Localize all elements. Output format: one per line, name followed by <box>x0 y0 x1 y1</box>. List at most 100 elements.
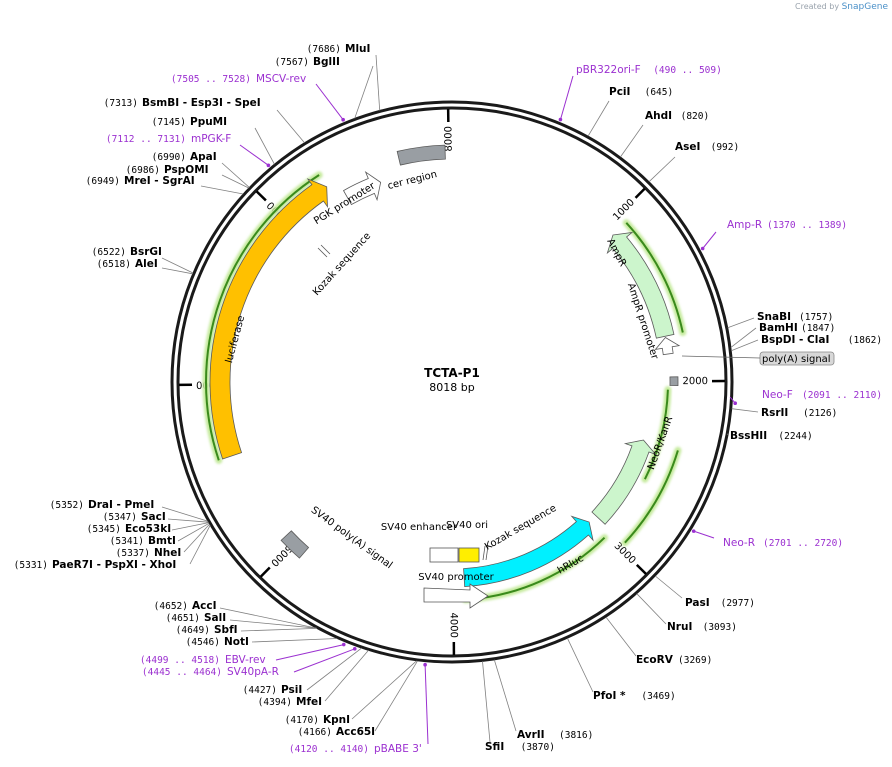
site-label: (4166)Acc65I <box>298 726 375 738</box>
label-leaders <box>161 54 759 743</box>
primer-site-mark <box>341 117 345 122</box>
site-label: PasI (2977) <box>685 597 755 609</box>
site-position: (6522) <box>92 247 126 258</box>
primer-leader-line <box>239 144 269 166</box>
primer-range: (2091 .. 2110) <box>802 390 882 401</box>
primer-site-mark <box>733 401 738 406</box>
primer-leader-line <box>693 530 715 539</box>
site-name: PspOMI <box>164 164 209 176</box>
site-label: (4427)PsiI <box>243 684 303 696</box>
primer-site-mark <box>352 647 357 651</box>
polya-label: poly(A) signal <box>762 354 831 365</box>
site-label: BamHI(1847) <box>759 322 835 334</box>
site-leader-line <box>229 619 317 629</box>
backbone-outer-ring <box>170 100 734 664</box>
site-label: AhdI(820) <box>645 110 709 122</box>
site-leader-line <box>482 661 491 743</box>
site-label: (5331)PaeR7I - PspXI - XhoI <box>14 559 177 571</box>
polya-label-box <box>759 351 835 366</box>
site-position: (1862) <box>848 335 882 346</box>
site-name: RsrII <box>761 407 788 419</box>
primer-label: Neo-F(2091 .. 2110) <box>762 389 882 401</box>
site-position: (645) <box>645 87 674 98</box>
feature-pgk-promoter <box>342 170 382 206</box>
site-leader-line <box>183 523 210 553</box>
primer-labels: (7505 .. 7528)MSCV-rev(7112 .. 7131)mPGK… <box>106 64 882 755</box>
site-leader-line <box>240 628 317 632</box>
site-name: PpuMI <box>190 116 227 128</box>
site-position: (1757) <box>799 312 833 323</box>
site-label: AseI(992) <box>675 141 739 153</box>
site-name: DraI - PmeI <box>88 499 154 511</box>
site-label: (6986)PspOMI <box>126 164 209 176</box>
site-leader-line <box>200 185 244 195</box>
site-position: (1847) <box>801 323 835 334</box>
plasmid-name: TCTA-P1 <box>424 366 480 380</box>
primer-name: SV40pA-R <box>227 666 279 678</box>
site-position: (5331) <box>14 560 48 571</box>
orf-arc <box>625 222 684 333</box>
tick-mark <box>259 566 271 578</box>
site-position: (7567) <box>275 57 309 68</box>
kozak-mark <box>320 244 331 255</box>
primer-label: (4499 .. 4518)EBV-rev <box>140 654 266 666</box>
feature-cer-region <box>396 144 446 166</box>
primer-leader-line <box>275 644 344 661</box>
plasmid-size: 8018 bp <box>429 381 474 394</box>
site-leader-line <box>731 339 759 352</box>
site-position: (2977) <box>721 598 755 609</box>
site-name: MreI - SgrAI <box>124 175 195 187</box>
orf-arc <box>205 174 320 461</box>
site-name: BmtI <box>148 535 176 547</box>
primer-leader-line <box>560 75 574 120</box>
kozak-mark <box>482 545 486 561</box>
site-name: NruI <box>667 621 692 633</box>
site-leader-line <box>254 127 275 165</box>
primer-name: pBR322ori-F <box>576 64 641 76</box>
site-label: (6990)ApaI <box>152 151 217 163</box>
site-position: (4649) <box>176 625 210 636</box>
site-leader-line <box>493 659 517 732</box>
sv40-enhancer-box <box>429 547 459 563</box>
primer-label: (7112 .. 7131)mPGK-F <box>106 133 231 145</box>
site-leader-line <box>221 174 249 189</box>
primer-label: (4445 .. 4464)SV40pA-R <box>142 666 279 678</box>
site-leader-line <box>177 522 210 542</box>
primer-range: (7505 .. 7528) <box>171 74 251 85</box>
site-position: (4651) <box>166 613 200 624</box>
site-name: BglII <box>313 56 340 68</box>
site-position: (7145) <box>152 117 186 128</box>
primer-site-mark <box>341 642 346 647</box>
site-name: PasI <box>685 597 710 609</box>
site-leader-line <box>189 525 211 565</box>
site-name: SacI <box>141 511 166 523</box>
site-leader-line <box>276 109 305 144</box>
primer-range: (7112 .. 7131) <box>106 134 186 145</box>
primer-site-mark <box>423 662 427 667</box>
feature-ampr <box>606 231 675 339</box>
site-position: (3093) <box>703 622 737 633</box>
site-leader-line <box>351 660 417 720</box>
site-name: Eco53kI <box>125 523 171 535</box>
site-label: (7313)BsmBI - Esp3I - SpeI <box>104 97 261 109</box>
site-position: (6990) <box>152 152 186 163</box>
site-label: (4394)MfeI <box>258 696 322 708</box>
snapgene-watermark: Created by SnapGene <box>795 2 888 12</box>
site-label: (4170)KpnI <box>285 714 350 726</box>
tick-mark <box>255 190 267 202</box>
site-position: (6949) <box>86 176 120 187</box>
site-leader-line <box>636 593 667 625</box>
site-name: AhdI <box>645 110 672 122</box>
site-leader-line <box>161 506 209 522</box>
feature-luciferase <box>209 178 328 460</box>
site-name: BssHII <box>730 430 767 442</box>
site-leader-line <box>221 162 250 188</box>
site-label: (4649)SbfI <box>176 624 238 636</box>
primer-name: Neo-R <box>723 537 755 549</box>
feature-neor-kanr <box>591 439 657 525</box>
primer-label: pBR322ori-F(490 .. 509) <box>576 64 722 76</box>
site-name: EcoRV <box>636 654 674 666</box>
primer-name: pBABE 3' <box>374 743 422 755</box>
primer-name: EBV-rev <box>225 654 266 666</box>
